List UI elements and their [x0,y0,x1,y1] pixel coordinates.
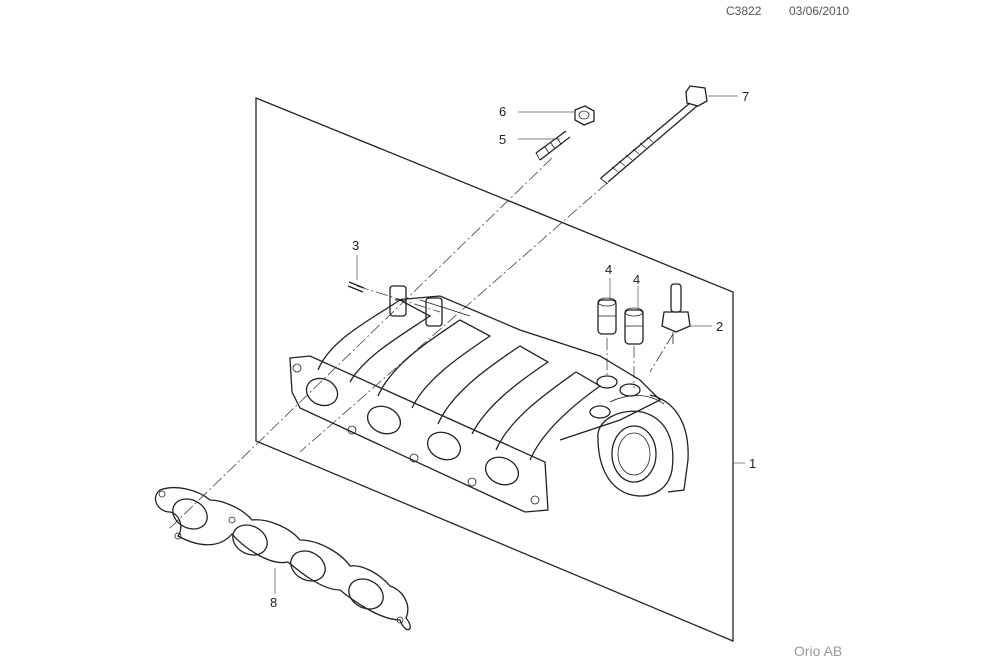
part-8-gasket [154,486,411,631]
callout-5: 5 [499,132,506,147]
assembly-frame [255,97,734,642]
callout-6: 6 [499,104,506,119]
callout-3: 3 [352,238,359,253]
callout-7: 7 [742,89,749,104]
callout-1: 1 [749,456,756,471]
part-3-pin [347,281,365,293]
part-1-intake-manifold [289,285,689,513]
center-lines [169,157,674,529]
diagram-date: 03/06/2010 [789,4,850,18]
part-2-fitting [661,283,691,344]
part-5-stud [535,130,571,161]
part-7-long-bolt [599,85,708,185]
callout-8: 8 [270,595,277,610]
brand-watermark: Orio AB [794,643,843,659]
callout-2: 2 [716,319,723,334]
callout-4b: 4 [633,272,640,287]
part-4-sleeves [597,297,644,345]
leader-lines [274,95,745,594]
part-6-nut [574,105,595,126]
diagram-code: C3822 [726,4,762,18]
callout-4a: 4 [605,262,612,277]
